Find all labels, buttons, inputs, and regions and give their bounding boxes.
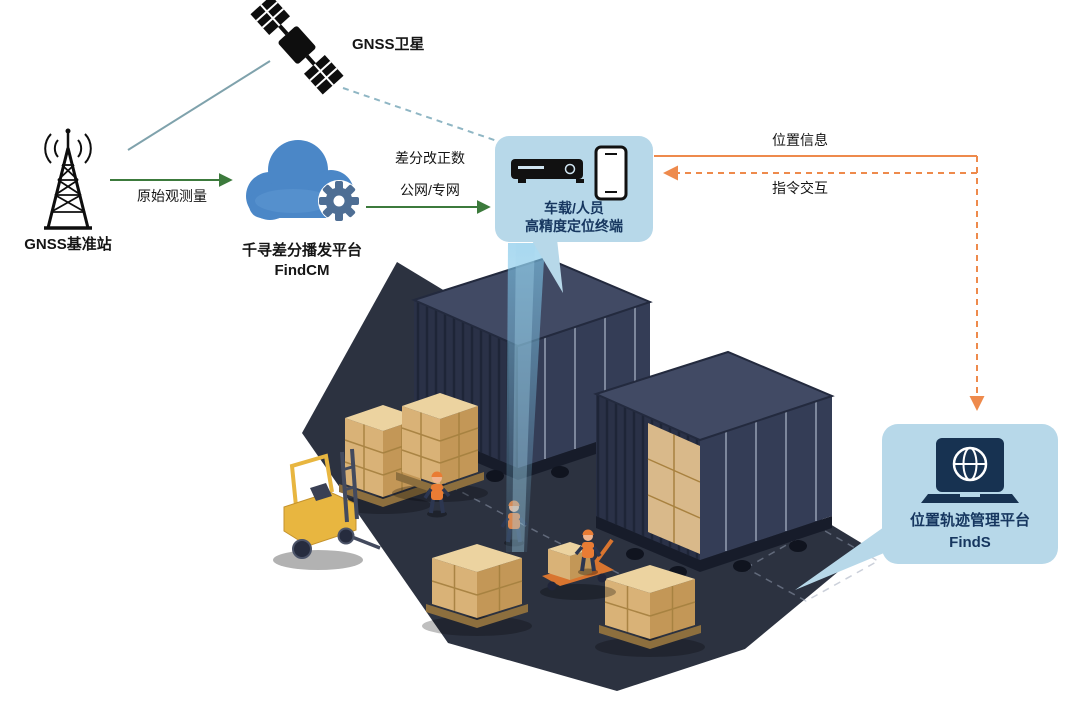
cloud-platform-sublabel: FindCM <box>274 262 330 279</box>
location-beam-core <box>512 243 535 552</box>
correction-label-line2: 公网/专网 <box>400 182 460 198</box>
satellite-to-terminal-line <box>342 87 498 142</box>
command-interaction-label: 指令交互 <box>772 180 828 196</box>
trailer-wheels <box>626 540 807 578</box>
raw-observation-label: 原始观测量 <box>137 188 207 204</box>
satellite-label: GNSS卫星 <box>352 36 425 53</box>
gear-icon <box>318 180 360 222</box>
management-platform-sublabel: FindS <box>949 534 991 551</box>
pallet-boxes-stack-3 <box>421 543 533 637</box>
shipping-container-1 <box>411 256 653 482</box>
warehouse-scene <box>273 243 880 691</box>
position-info-label: 位置信息 <box>772 132 828 148</box>
container-open-door-boxes <box>647 423 701 554</box>
shipping-container-2 <box>593 350 835 578</box>
pallet-boxes-stack-4 <box>594 564 706 658</box>
radio-tower-icon <box>44 128 92 230</box>
laptop-globe-icon <box>921 438 1019 503</box>
terminal-label-line1: 车载/人员 <box>544 200 604 216</box>
satellite-to-base-line <box>127 60 271 151</box>
cloud-platform-label: 千寻差分播发平台 <box>241 242 362 259</box>
management-platform-panel <box>795 424 1058 590</box>
smartphone-icon <box>594 145 628 201</box>
satellite-icon <box>250 0 344 95</box>
gnss-receiver-icon <box>511 159 584 183</box>
terminal-label-line2: 高精度定位终端 <box>525 218 623 234</box>
forklift-icon <box>273 448 381 570</box>
correction-label-line1: 差分改正数 <box>395 150 465 166</box>
container-door-rods <box>725 401 817 551</box>
cloud-gear-icon <box>246 140 360 222</box>
pallet-jack-icon <box>540 538 616 600</box>
management-platform-label: 位置轨迹管理平台 <box>909 512 1030 529</box>
base-station-label: GNSS基准站 <box>24 236 112 253</box>
terminal-panel <box>495 136 653 293</box>
location-beam <box>506 243 545 552</box>
